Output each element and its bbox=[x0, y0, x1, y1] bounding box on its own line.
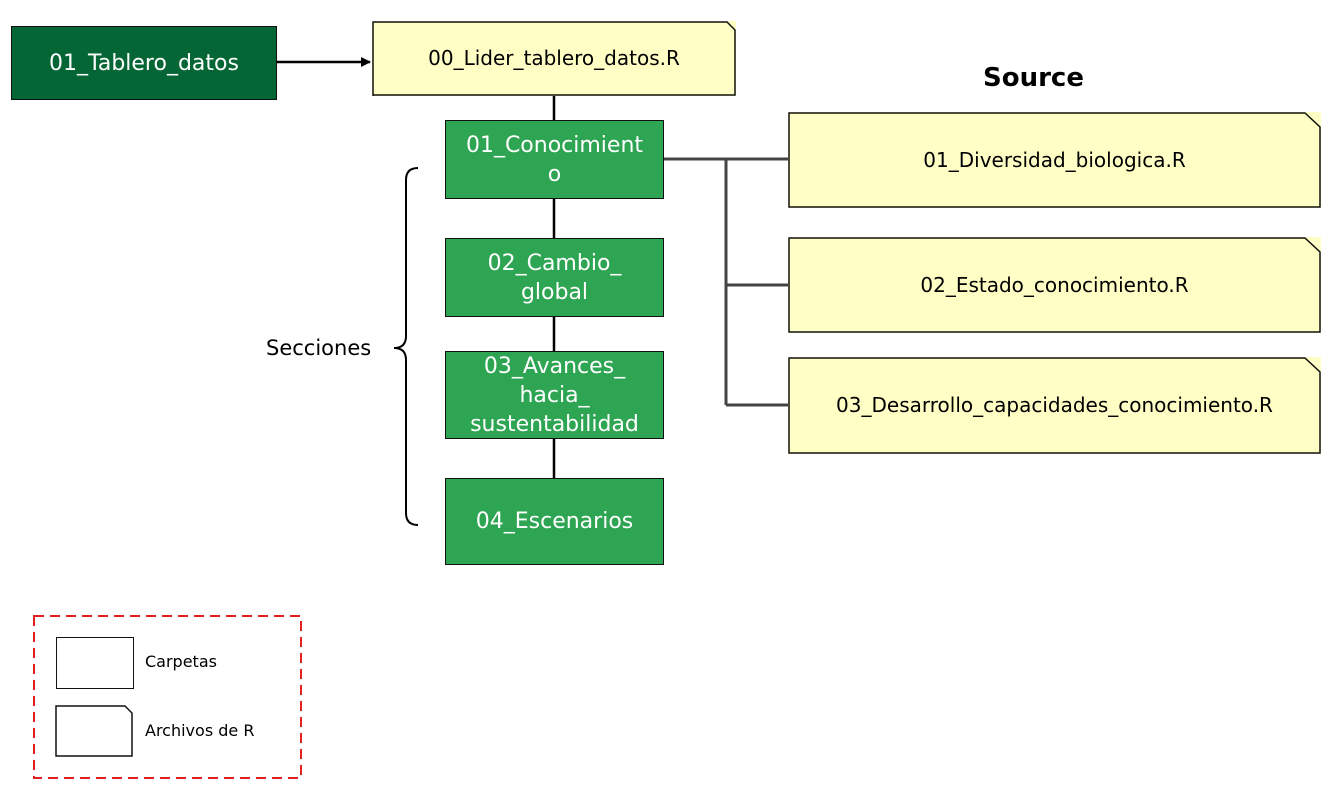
leader-file-label: 00_Lider_tablero_datos.R bbox=[428, 46, 680, 70]
section-label-line1: 04_Escenarios bbox=[475, 509, 634, 534]
root-folder-label: 01_Tablero_datos bbox=[49, 50, 239, 76]
sections-label: Secciones bbox=[266, 336, 372, 360]
section-folder-conocimiento[interactable]: 01_Conocimient o bbox=[445, 120, 664, 199]
source-file-label: 01_Diversidad_biologica.R bbox=[923, 147, 1186, 172]
section-label-line2: o bbox=[547, 161, 562, 187]
r-file-shape bbox=[788, 112, 1321, 208]
section-label-line2: hacia_ bbox=[519, 382, 590, 408]
source-file-label: 02_Estado_conocimiento.R bbox=[920, 272, 1189, 297]
section-label-line2: global bbox=[520, 279, 589, 305]
section-label-line3: sustentabilidad bbox=[470, 411, 639, 437]
source-file-label: 03_Desarrollo_capacidades_conocimiento.R bbox=[836, 393, 1273, 417]
leader-file-box[interactable]: 00_Lider_tablero_datos.R bbox=[372, 21, 736, 96]
source-file-desarrollo[interactable]: 03_Desarrollo_capacidades_conocimiento.R bbox=[788, 357, 1321, 454]
root-folder-box[interactable]: 01_Tablero_datos bbox=[11, 26, 277, 100]
source-heading: Source bbox=[983, 63, 1084, 93]
source-file-diversidad[interactable]: 01_Diversidad_biologica.R bbox=[788, 112, 1321, 208]
section-folder-avances[interactable]: 03_Avances_ hacia_ sustentabilidad bbox=[445, 351, 664, 439]
r-file-shape bbox=[788, 237, 1321, 333]
section-label-line1: 02_Cambio_ bbox=[487, 250, 622, 276]
source-file-estado[interactable]: 02_Estado_conocimiento.R bbox=[788, 237, 1321, 333]
r-file-shape bbox=[372, 21, 736, 96]
r-file-shape bbox=[788, 357, 1321, 454]
legend-r-file-swatch bbox=[55, 705, 133, 757]
section-folder-escenarios[interactable]: 04_Escenarios bbox=[445, 478, 664, 565]
legend-folder-swatch bbox=[56, 637, 134, 689]
legend-frame bbox=[33, 615, 302, 779]
line-conocimiento-to-sources bbox=[664, 157, 788, 407]
section-label-line1: 01_Conocimient bbox=[465, 132, 644, 158]
legend-r-files-label: Archivos de R bbox=[145, 721, 255, 740]
legend-folders-label: Carpetas bbox=[145, 652, 217, 671]
section-label-line1: 03_Avances_ bbox=[483, 353, 626, 379]
secciones-brace bbox=[393, 167, 419, 526]
section-folder-cambio-global[interactable]: 02_Cambio_ global bbox=[445, 238, 664, 317]
